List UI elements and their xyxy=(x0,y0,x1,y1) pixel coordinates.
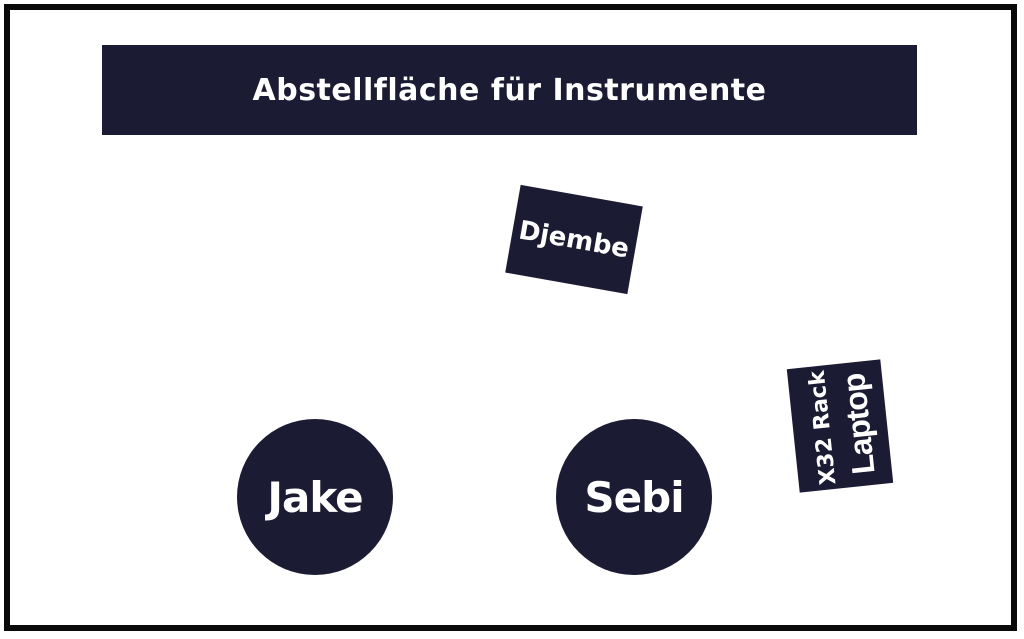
x32-rack-laptop-box: X32 Rack Laptop xyxy=(786,359,894,493)
djembe-label: Djembe xyxy=(516,215,632,264)
position-jake: Jake xyxy=(237,419,393,575)
instrument-storage-label: Abstellfläche für Instrumente xyxy=(252,72,767,108)
instrument-storage-area: Abstellfläche für Instrumente xyxy=(102,45,917,135)
position-sebi: Sebi xyxy=(556,419,712,575)
jake-label: Jake xyxy=(267,472,363,522)
stage-border xyxy=(4,4,1017,631)
sebi-label: Sebi xyxy=(584,472,684,522)
laptop-label: Laptop xyxy=(835,372,882,476)
